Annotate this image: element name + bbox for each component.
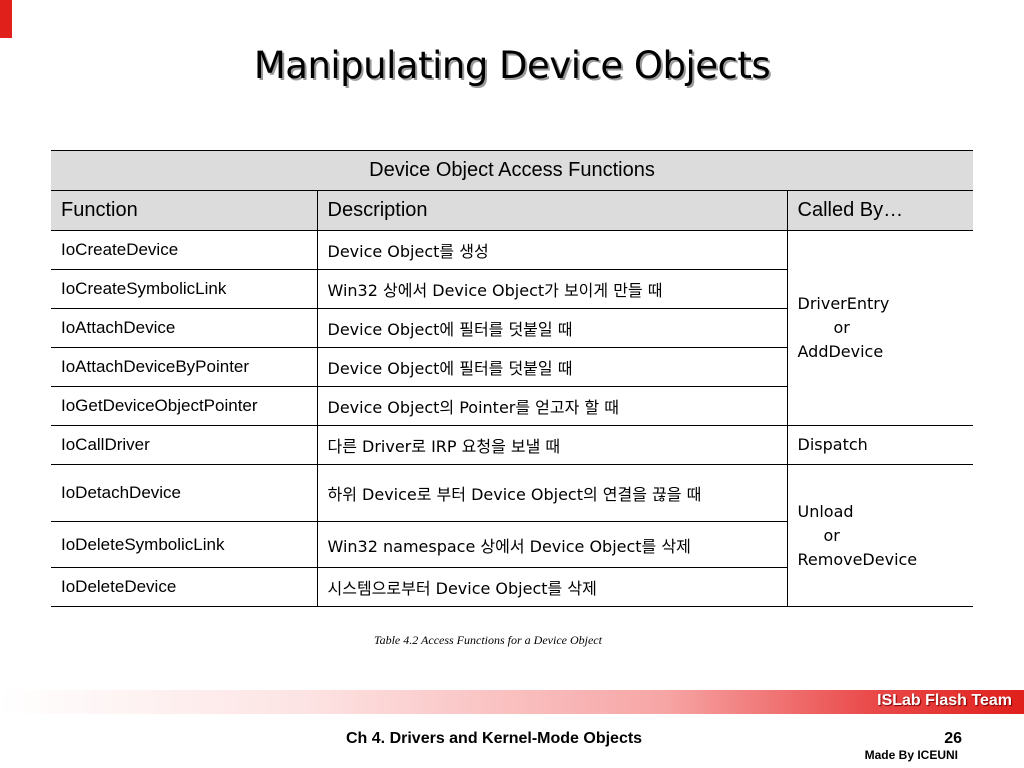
description-cell: Device Object의 Pointer를 얻고자 할 때 <box>316 386 787 426</box>
function-cell: IoAttachDevice <box>51 308 317 348</box>
called-by-primary: DriverEntry <box>797 294 890 313</box>
page-number: 26 <box>944 730 962 747</box>
footer-brand: ISLab Flash Team <box>877 692 1012 709</box>
footer-credit: Made By ICEUNI <box>864 748 958 762</box>
table-header-row: Function Description Called By… <box>51 190 974 231</box>
description-cell: 하위 Device로 부터 Device Object의 연결을 끊을 때 <box>316 464 787 522</box>
function-cell: IoCreateSymbolicLink <box>51 269 317 309</box>
table-footnote-caption: Table 4.2 Access Functions for a Device … <box>374 633 602 647</box>
table-row: IoDeleteDevice 시스템으로부터 Device Object를 삭제 <box>51 567 973 607</box>
table-caption-row: Device Object Access Functions <box>51 150 974 191</box>
description-cell: 시스템으로부터 Device Object를 삭제 <box>316 567 787 607</box>
description-cell: Win32 상에서 Device Object가 보이게 만들 때 <box>316 269 787 309</box>
called-by-secondary: AddDevice <box>797 342 884 361</box>
access-functions-table: Device Object Access Functions Function … <box>51 150 974 607</box>
function-cell: IoCreateDevice <box>51 230 317 270</box>
called-by-cell: Dispatch <box>786 425 974 465</box>
column-header-function: Function <box>51 190 317 231</box>
slide-title: Manipulating Device Objects <box>253 44 771 87</box>
function-cell: IoGetDeviceObjectPointer <box>51 386 317 426</box>
called-by-or: or <box>833 318 850 337</box>
description-cell: Device Object에 필터를 덧붙일 때 <box>316 308 787 348</box>
table-row: IoCallDriver 다른 Driver로 IRP 요청을 보낼 때 Dis… <box>51 425 974 465</box>
description-cell: 다른 Driver로 IRP 요청을 보낼 때 <box>316 425 787 465</box>
called-by-or: or <box>823 525 840 545</box>
table-caption: Device Object Access Functions <box>51 150 974 191</box>
description-cell: Win32 namespace 상에서 Device Object를 삭제 <box>316 521 787 568</box>
function-cell: IoDeleteSymbolicLink <box>51 521 317 568</box>
table-row: IoAttachDeviceByPointer Device Object에 필… <box>51 347 973 387</box>
table-row: IoCreateSymbolicLink Win32 상에서 Device Ob… <box>51 269 973 309</box>
column-header-called-by: Called By… <box>786 190 974 231</box>
function-cell: IoDeleteDevice <box>51 567 317 607</box>
footer-gradient-band <box>0 690 1024 714</box>
table-row: IoDeleteSymbolicLink Win32 namespace 상에서… <box>51 521 973 568</box>
called-by-primary: Unload <box>797 501 854 521</box>
table-row: IoDetachDevice 하위 Device로 부터 Device Obje… <box>51 464 974 607</box>
function-cell: IoAttachDeviceByPointer <box>51 347 317 387</box>
description-cell: Device Object를 생성 <box>316 230 787 270</box>
called-by-cell: DriverEntry or AddDevice <box>786 230 974 426</box>
called-by-cell: Unload or RemoveDevice <box>786 464 974 607</box>
footer-chapter-title: Ch 4. Drivers and Kernel-Mode Objects <box>346 730 643 747</box>
table-row: IoCreateDevice Device Object를 생성 DriverE… <box>51 230 974 426</box>
function-cell: IoCallDriver <box>51 425 317 465</box>
column-header-description: Description <box>316 190 787 231</box>
called-by-secondary: RemoveDevice <box>797 549 918 569</box>
function-cell: IoDetachDevice <box>51 464 317 522</box>
corner-accent-mark <box>0 0 12 38</box>
description-cell: Device Object에 필터를 덧붙일 때 <box>316 347 787 387</box>
table-row: IoAttachDevice Device Object에 필터를 덧붙일 때 <box>51 308 973 348</box>
